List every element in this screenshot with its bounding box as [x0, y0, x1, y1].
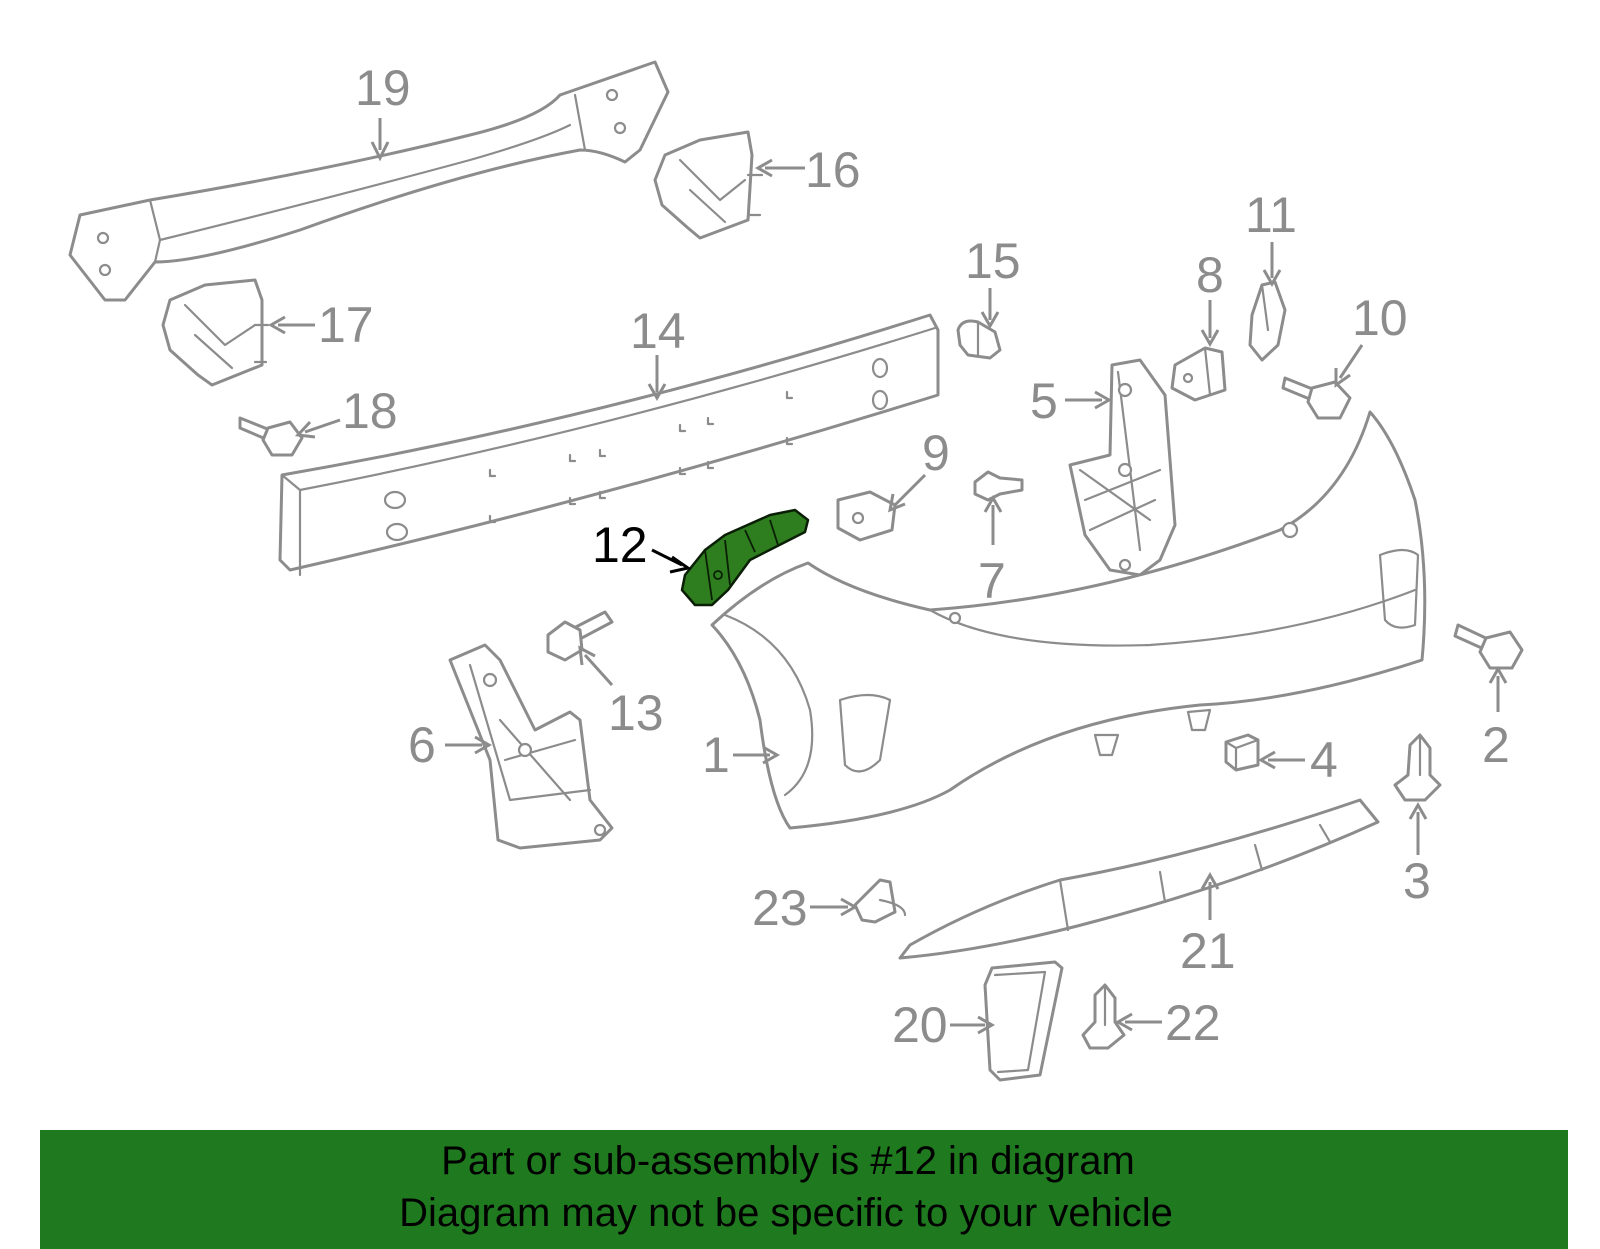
part-9-retainer[interactable]	[836, 490, 897, 542]
part-3-clip[interactable]	[1393, 733, 1442, 802]
part-14-absorber[interactable]	[278, 313, 940, 577]
part-18-bolt[interactable]	[238, 416, 304, 457]
banner-line-disclaimer: Diagram may not be specific to your vehi…	[399, 1191, 1173, 1235]
part-10-bolt[interactable]	[1281, 376, 1352, 420]
callout-8: 8	[1196, 247, 1224, 303]
callout-21: 21	[1180, 923, 1236, 979]
callout-20: 20	[892, 997, 948, 1053]
part-12-highlighted-bracket[interactable]	[680, 508, 810, 607]
callout-17: 17	[318, 297, 374, 353]
callout-18: 18	[342, 383, 398, 439]
callout-labels: 19 16 17 18 14 15 8 11 10 5 9 7 12 13 6 …	[318, 60, 1510, 1053]
parts-diagram: 19 16 17 18 14 15 8 11 10 5 9 7 12 13 6 …	[68, 60, 1524, 1082]
part-8-retainer[interactable]	[1170, 346, 1227, 402]
part-5-side-retainer[interactable]	[1068, 358, 1177, 577]
part-21-diffuser[interactable]	[898, 798, 1380, 960]
leader-arrows	[267, 118, 1508, 1035]
callout-22: 22	[1165, 995, 1221, 1051]
callout-12: 12	[592, 517, 648, 573]
part-2-bolt[interactable]	[1453, 623, 1524, 670]
banner-line-part-number: Part or sub-assembly is #12 in diagram	[441, 1139, 1135, 1183]
callout-23: 23	[752, 880, 808, 936]
callout-4: 4	[1310, 732, 1338, 788]
part-7-screw[interactable]	[973, 470, 1024, 502]
callout-7: 7	[978, 553, 1006, 609]
callout-11: 11	[1245, 187, 1297, 243]
info-banner: Part or sub-assembly is #12 in diagram D…	[40, 1130, 1568, 1249]
part-15-clip[interactable]	[956, 319, 1002, 360]
callout-16: 16	[805, 142, 861, 198]
part-1-bumper-cover[interactable]	[710, 410, 1427, 830]
part-23-bracket[interactable]	[853, 878, 907, 924]
callout-5: 5	[1030, 373, 1058, 429]
part-16-bracket[interactable]	[653, 130, 764, 240]
callout-2: 2	[1482, 717, 1510, 773]
callout-13: 13	[608, 685, 664, 741]
callout-6: 6	[408, 717, 436, 773]
part-22-clip[interactable]	[1081, 983, 1126, 1050]
callout-19: 19	[355, 60, 411, 116]
callout-9: 9	[922, 425, 950, 481]
callout-10: 10	[1352, 290, 1408, 346]
part-20-reflector[interactable]	[983, 960, 1064, 1082]
part-11-bracket[interactable]	[1248, 280, 1287, 362]
callout-14: 14	[630, 303, 686, 359]
part-19-reinforcement[interactable]	[68, 60, 670, 302]
callout-15: 15	[965, 233, 1021, 289]
callout-3: 3	[1403, 853, 1431, 909]
callout-1: 1	[702, 727, 730, 783]
part-6-side-retainer[interactable]	[448, 643, 614, 850]
part-4-retainer[interactable]	[1224, 733, 1260, 772]
part-17-bracket[interactable]	[161, 278, 270, 387]
